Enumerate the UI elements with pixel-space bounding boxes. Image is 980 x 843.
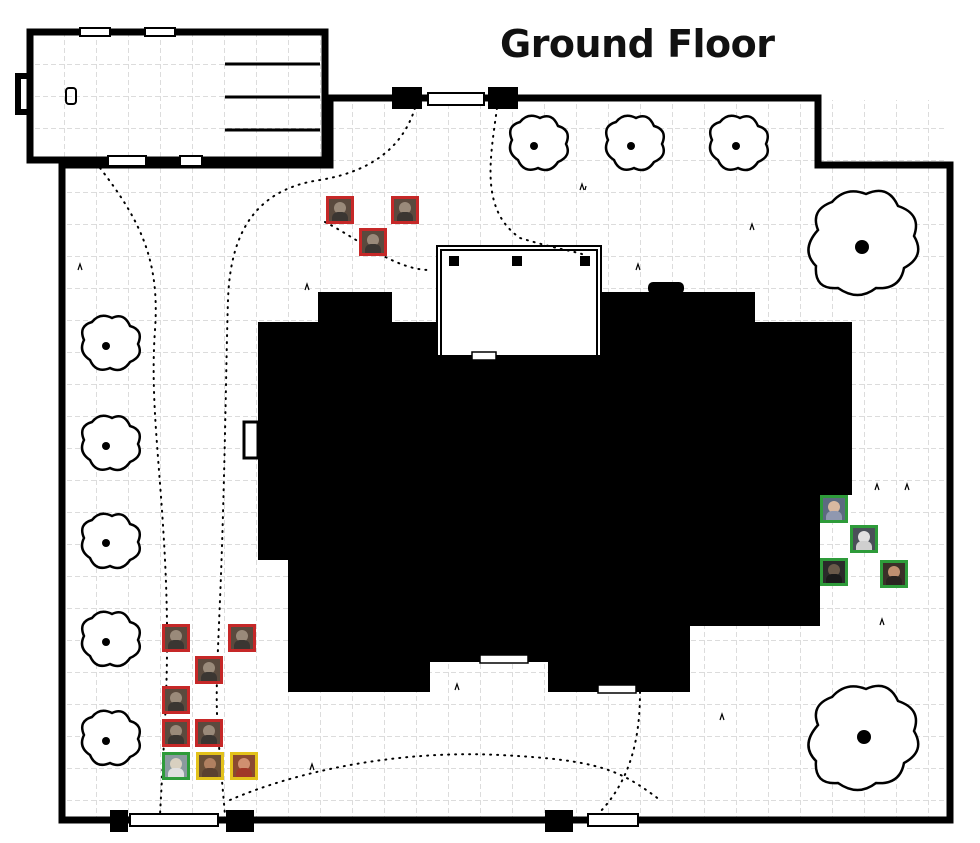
annex-alcove — [15, 73, 30, 115]
enemy-token[interactable] — [195, 656, 223, 684]
enemy-token[interactable] — [359, 228, 387, 256]
lantern-icon — [65, 87, 77, 105]
enemy-token[interactable] — [195, 719, 223, 747]
doors — [79, 27, 639, 827]
enemy-token[interactable] — [162, 686, 190, 714]
central-building — [258, 292, 852, 692]
party-token[interactable] — [850, 525, 878, 553]
map-title: Ground Floor — [500, 22, 775, 66]
neutral-token[interactable] — [230, 752, 258, 780]
party-token[interactable] — [162, 752, 190, 780]
neutral-token[interactable] — [196, 752, 224, 780]
enemy-token[interactable] — [326, 196, 354, 224]
wall-posts — [110, 87, 573, 832]
annex-wall — [26, 28, 329, 164]
annex-benches — [225, 62, 320, 132]
enemy-token[interactable] — [162, 719, 190, 747]
party-token[interactable] — [880, 560, 908, 588]
party-token[interactable] — [820, 558, 848, 586]
enemy-token[interactable] — [391, 196, 419, 224]
enemy-token[interactable] — [162, 624, 190, 652]
grass-tufts — [77, 182, 910, 771]
party-token[interactable] — [820, 495, 848, 523]
outer-wall — [58, 94, 954, 824]
enemy-token[interactable] — [228, 624, 256, 652]
porch-pillars — [449, 256, 590, 266]
